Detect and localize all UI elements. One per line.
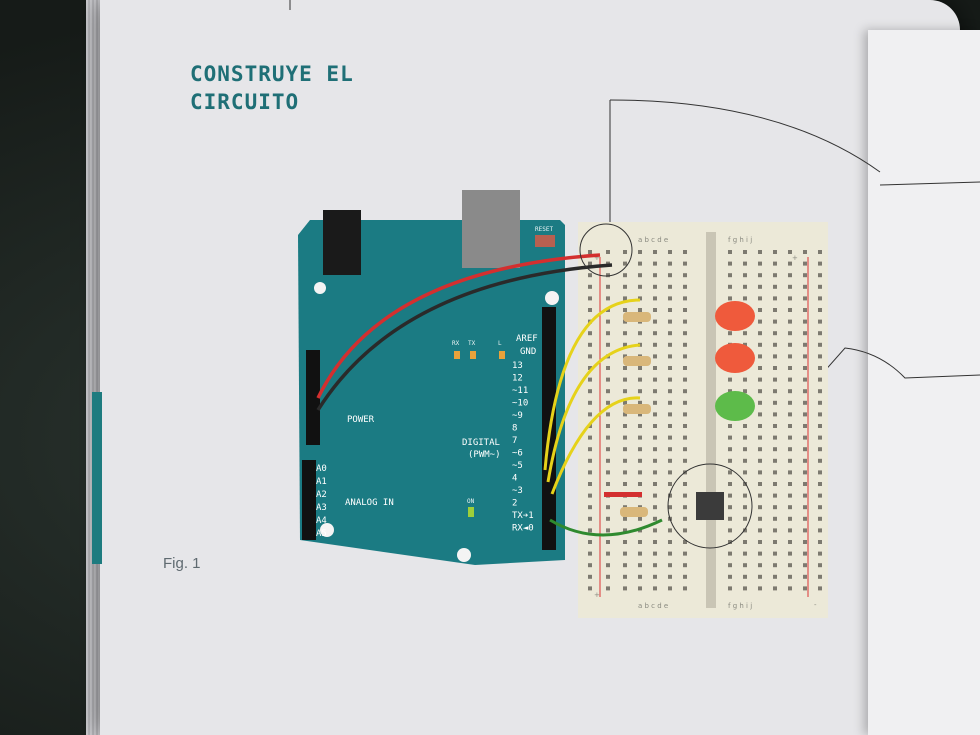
red-wire (316, 253, 601, 399)
breadboard-columns-right: f g h i j (728, 236, 752, 244)
green-led (715, 391, 755, 421)
mounting-hole (545, 291, 559, 305)
digital-pin-label: TX➔1 (512, 511, 534, 521)
yellow-wire (546, 343, 641, 483)
analog-pin-label: A1 (316, 477, 327, 487)
digital-pin-label: ~5 (512, 461, 523, 471)
reset-button (535, 235, 555, 247)
digital-pin-label: ~11 (512, 386, 528, 396)
figure-caption: Fig. 1 (163, 555, 201, 572)
green-wire (549, 518, 663, 537)
reset-label: RESET (535, 226, 553, 233)
resistor (623, 404, 651, 414)
pwm-label: (PWM~) (468, 450, 501, 460)
analog-pin-label: A0 (316, 464, 327, 474)
rail-plus-label-bottom: + (594, 591, 600, 599)
power-section-label: POWER (347, 415, 375, 425)
digital-section-label: DIGITAL (462, 438, 500, 448)
section-title-line-1: CONSTRUYE EL (190, 62, 354, 86)
power-jack (323, 210, 361, 275)
mounting-hole (314, 282, 326, 294)
red-led (715, 343, 755, 373)
yellow-wire (550, 396, 641, 495)
on-led-label: ON (467, 498, 475, 505)
analog-section-label: ANALOG IN (345, 498, 394, 508)
red-led (715, 301, 755, 331)
digital-pin-labels: 13 12 ~11 ~10 ~9 8 7 ~6 ~5 4 ~3 2TX➔1RX◄0 (512, 361, 534, 534)
rail-minus-label: - (814, 601, 817, 609)
tx-led-label: TX (468, 340, 476, 347)
arduino-board (298, 220, 565, 565)
breadboard-illustration: a b c d e f g h i j a b c d e f g h i j … (578, 222, 828, 618)
section-title-line-2: CIRCUITO (190, 90, 300, 114)
breadboard-columns-right-bottom: f g h i j (728, 602, 752, 610)
analog-pin-label: A2 (316, 490, 327, 500)
rail-plus-label-right: + (792, 254, 798, 262)
analog-pin-label: A5 (316, 529, 327, 539)
gnd-label: GND (520, 347, 536, 357)
digital-pin-label: 4 (512, 474, 517, 484)
digital-pin-label: ~9 (512, 411, 523, 421)
digital-pin-label: ~10 (512, 399, 528, 409)
mounting-hole (320, 523, 334, 537)
yellow-wire (543, 298, 641, 471)
aref-label: AREF (516, 334, 538, 344)
resistor (623, 312, 651, 322)
resistor (620, 507, 648, 517)
analog-header (302, 460, 316, 540)
breadboard-columns-left: a b c d e (638, 236, 668, 244)
power-header (306, 350, 320, 445)
digital-pin-label: 13 (512, 361, 523, 371)
digital-pin-label: 12 (512, 374, 523, 384)
on-led (468, 507, 474, 517)
chapter-tab (92, 392, 102, 564)
resistor (623, 356, 651, 366)
rx-led-label: RX (452, 340, 460, 347)
usb-connector (462, 190, 520, 268)
breadboard-columns-left-bottom: a b c d e (638, 602, 668, 610)
breadboard (578, 222, 828, 618)
digital-pin-label: ~6 (512, 449, 523, 459)
digital-pin-label: 2 (512, 499, 517, 509)
analog-pin-label: A3 (316, 503, 327, 513)
arduino-board-illustration: RESET POWER A0 A1 A2 A3 A4 A5 ANALOG IN … (298, 190, 565, 565)
l-led (499, 351, 505, 359)
jumper-wire (604, 492, 642, 497)
mounting-hole (457, 548, 471, 562)
black-wire (316, 263, 613, 411)
rx-led (454, 351, 460, 359)
rail-plus-label: + (594, 254, 600, 262)
digital-pin-label: 7 (512, 436, 517, 446)
tx-led (470, 351, 476, 359)
breadboard-center-channel (706, 232, 716, 608)
pushbutton (696, 492, 724, 520)
analog-pin-label: A4 (316, 516, 327, 526)
digital-pin-label: 8 (512, 424, 517, 434)
facing-page (868, 30, 980, 735)
l-led-label: L (498, 340, 502, 347)
digital-pin-label: RX◄0 (512, 524, 534, 534)
digital-pin-label: ~3 (512, 486, 523, 496)
